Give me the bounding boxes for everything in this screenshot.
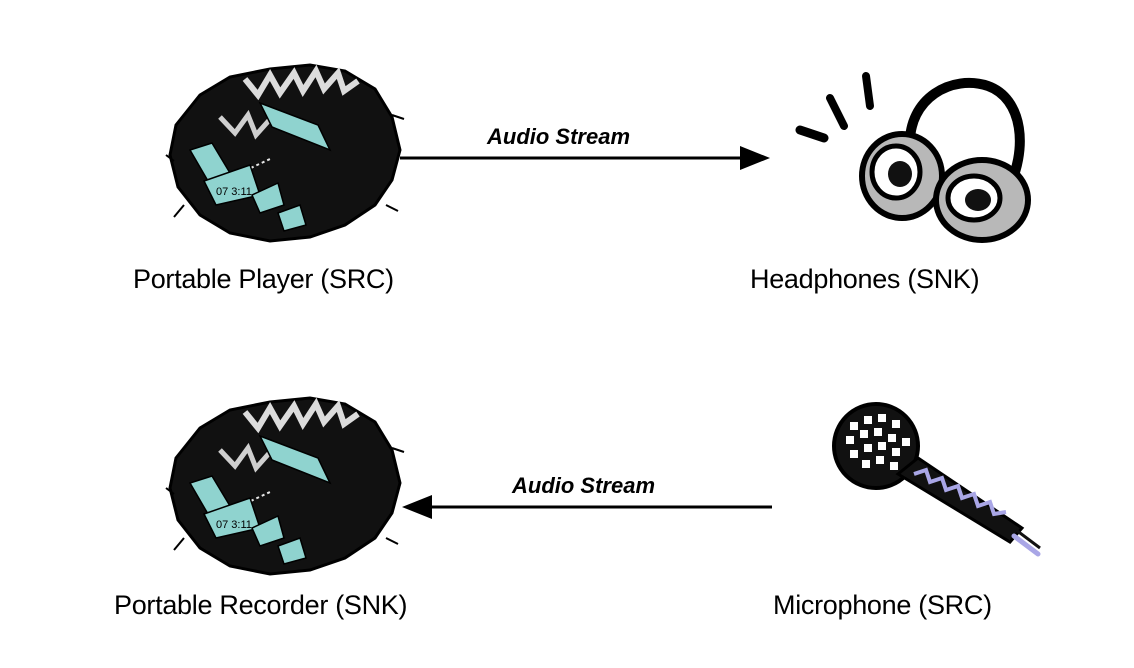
svg-text:07 3:11: 07 3:11 <box>216 519 252 531</box>
node-label-headphones: Headphones (SNK) <box>750 264 980 294</box>
svg-text:07 3:11: 07 3:11 <box>216 186 252 198</box>
headphones-icon <box>795 72 1031 243</box>
edge-label-audio-stream-top: Audio Stream <box>487 124 631 149</box>
cd-player-icon: 07 3:11 <box>165 396 405 576</box>
node-label-microphone: Microphone (SRC) <box>773 590 992 620</box>
cd-player-icon: 07 3:11 <box>165 63 405 243</box>
node-label-portable-player: Portable Player (SRC) <box>133 264 394 294</box>
node-label-portable-recorder: Portable Recorder (SNK) <box>114 590 408 620</box>
edge-label-audio-stream-bottom: Audio Stream <box>512 473 656 498</box>
microphone-icon <box>832 402 1041 557</box>
